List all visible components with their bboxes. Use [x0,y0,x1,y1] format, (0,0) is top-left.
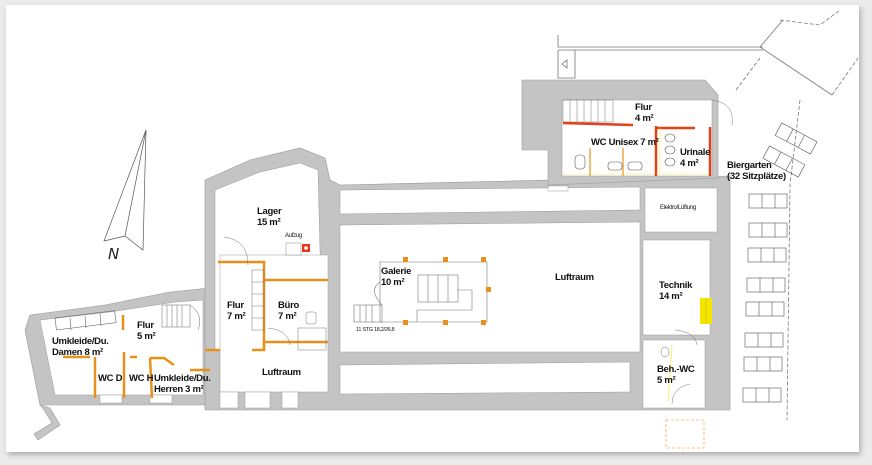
arrow-icon [561,59,568,69]
room-name: Flur [635,102,652,113]
site-lines [557,9,859,421]
room-area: 7 m² [227,311,246,322]
room-elektro-lueftung: Elektro/Lüftung [660,205,696,211]
room-area: 10 m² [381,277,405,288]
room-name: Flur [227,300,244,311]
rooms-interior [39,99,718,409]
room-flur-4: Flur 4 m² [635,102,654,124]
room-aufzug: Aufzug [285,233,302,239]
room-name: Technik [659,280,693,291]
room-name: Umkleide/Du. [52,336,109,347]
room-wc-h: WC H [129,373,154,384]
room-urinale: Urinale 4 m² [680,147,710,169]
room-area: Herren 3 m² [154,384,204,395]
room-area: 5 m² [657,375,676,386]
room-area: 7 m² [278,311,297,322]
room-flur-7: Flur 7 m² [227,300,246,322]
room-galerie: Galerie 10 m² [381,266,411,288]
room-wc-unisex: WC Unisex 7 m² [591,137,659,148]
room-umkleide-herren: Umkleide/Du. Herren 3 m² [154,373,211,395]
room-name: Urinale [680,147,711,158]
wc-partitions [562,121,712,176]
room-name: Galerie [381,266,412,277]
room-area: 14 m² [659,291,683,302]
room-area: 4 m² [635,113,654,124]
area-biergarten: Biergarten (32 Sitzplätze) [727,160,786,182]
room-technik: Technik 14 m² [659,280,692,302]
galerie [353,261,488,323]
room-name: Lager [257,206,282,217]
office-furniture [297,311,327,351]
area-capacity: (32 Sitzplätze) [727,171,786,182]
room-flur-5: Flur 5 m² [137,320,156,342]
lockers [54,310,117,331]
room-area: 15 m² [257,217,281,228]
north-arrow-icon [103,129,147,251]
toilets [574,133,676,171]
room-beh-wc: Beh.-WC 5 m² [657,364,695,386]
elevator-box [285,242,302,256]
galerie-columns [403,257,491,325]
room-name: Umkleide/Du. [154,373,211,384]
room-umkleide-damen: Umkleide/Du. Damen 8 m² [52,336,109,358]
stairs-flur7 [223,236,291,346]
room-luftraum-main: Luftraum [555,272,594,283]
room-area: Damen 8 m² [52,347,103,358]
room-area: 4 m² [680,158,699,169]
stair-note: 11 STG 18,2/26,8 [356,327,395,333]
room-area: 5 m² [137,331,156,342]
room-wc-d: WC D [98,373,123,384]
room-name: Büro [278,300,299,311]
room-buero: Büro 7 m² [278,300,299,322]
room-name: Flur [137,320,154,331]
area-name: Biergarten [727,160,772,171]
room-lager: Lager 15 m² [257,206,282,228]
north-label: N [108,245,120,263]
wc-stalls [589,148,624,176]
window-openings [99,185,569,409]
ramp-outline [665,419,705,449]
stairs-west [161,304,200,331]
stairs-ne [562,99,733,126]
room-name: Beh.-WC [657,364,695,375]
beer-garden-tables [742,122,818,403]
room-luftraum-small: Luftraum [262,367,301,378]
